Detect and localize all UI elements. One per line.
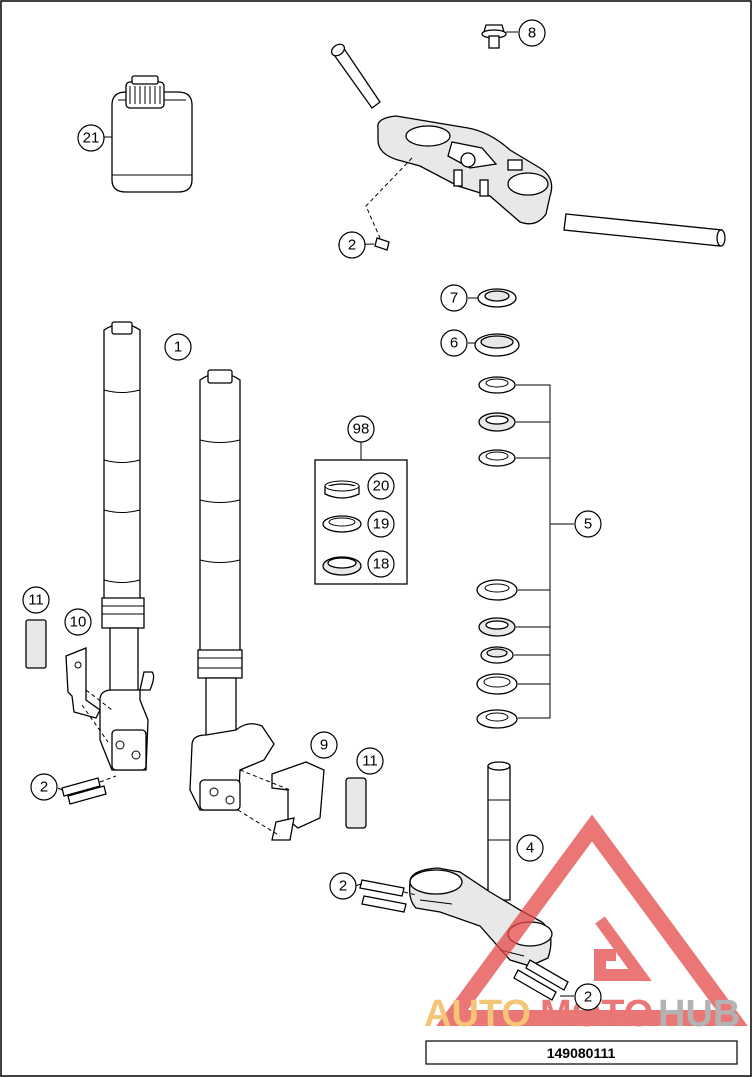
seal-kit-box: [314, 440, 408, 585]
watermark-text-hub: HUB: [658, 993, 740, 1035]
callout-11-right: 11: [356, 747, 384, 775]
callout-8-label: 8: [528, 25, 536, 42]
diagram-id-box: 149080111: [425, 1040, 738, 1065]
callout-5: 5: [574, 510, 602, 538]
callout-21-label: 21: [83, 130, 100, 147]
diagram-id: 149080111: [547, 1045, 616, 1061]
callout-6-label: 6: [450, 335, 458, 352]
callout-7: 7: [440, 284, 468, 312]
callout-4: 4: [516, 834, 544, 862]
callout-18: 18: [367, 550, 395, 578]
callout-10-label: 10: [70, 614, 87, 631]
watermark-triangle: [436, 814, 748, 1026]
callout-1-label: 1: [174, 339, 182, 356]
fluid-can: [111, 75, 193, 193]
callout-8: 8: [518, 19, 546, 47]
callout-4-label: 4: [526, 840, 534, 857]
top-bolt: [481, 24, 507, 49]
callout-2-left: 2: [30, 773, 58, 801]
callout-1: 1: [164, 333, 192, 361]
callout-19-label: 19: [373, 516, 390, 533]
callouts: 8 21 2 7 6 1 98 20 19 18 5 11 10 9 11 2 …: [22, 19, 602, 1011]
steering-bearing-stack: [474, 288, 574, 729]
callout-2-left-label: 2: [40, 779, 48, 796]
upper-triple-clamp: [330, 43, 726, 251]
left-fork-leg: [25, 321, 155, 805]
callout-20-label: 20: [373, 478, 390, 495]
callout-20: 20: [367, 472, 395, 500]
callout-9-label: 9: [320, 737, 328, 754]
callout-2-mid: 2: [329, 872, 357, 900]
lower-triple-clamp: [359, 761, 569, 1001]
callout-11-left-label: 11: [28, 592, 44, 609]
callout-11-left: 11: [22, 586, 50, 614]
callout-98: 98: [347, 415, 375, 443]
callout-10: 10: [64, 608, 92, 636]
callout-9: 9: [310, 731, 338, 759]
callout-19: 19: [367, 510, 395, 538]
callout-98-label: 98: [353, 421, 370, 438]
watermark-logo: AUTO MOTO HUB: [424, 814, 748, 1035]
callout-6: 6: [440, 329, 468, 357]
callout-11-right-label: 11: [362, 753, 378, 770]
callout-2-bottom: 2: [574, 983, 602, 1011]
callout-21: 21: [77, 124, 105, 152]
callout-2-top-label: 2: [348, 237, 356, 254]
callout-2-bottom-label: 2: [584, 989, 592, 1006]
right-fork-leg: [189, 369, 367, 841]
callout-2-mid-label: 2: [339, 878, 347, 895]
callout-2-top: 2: [338, 231, 366, 259]
callout-18-label: 18: [373, 556, 390, 573]
callout-5-label: 5: [584, 516, 592, 533]
watermark-text-auto: AUTO: [424, 993, 531, 1035]
callout-7-label: 7: [450, 290, 458, 307]
